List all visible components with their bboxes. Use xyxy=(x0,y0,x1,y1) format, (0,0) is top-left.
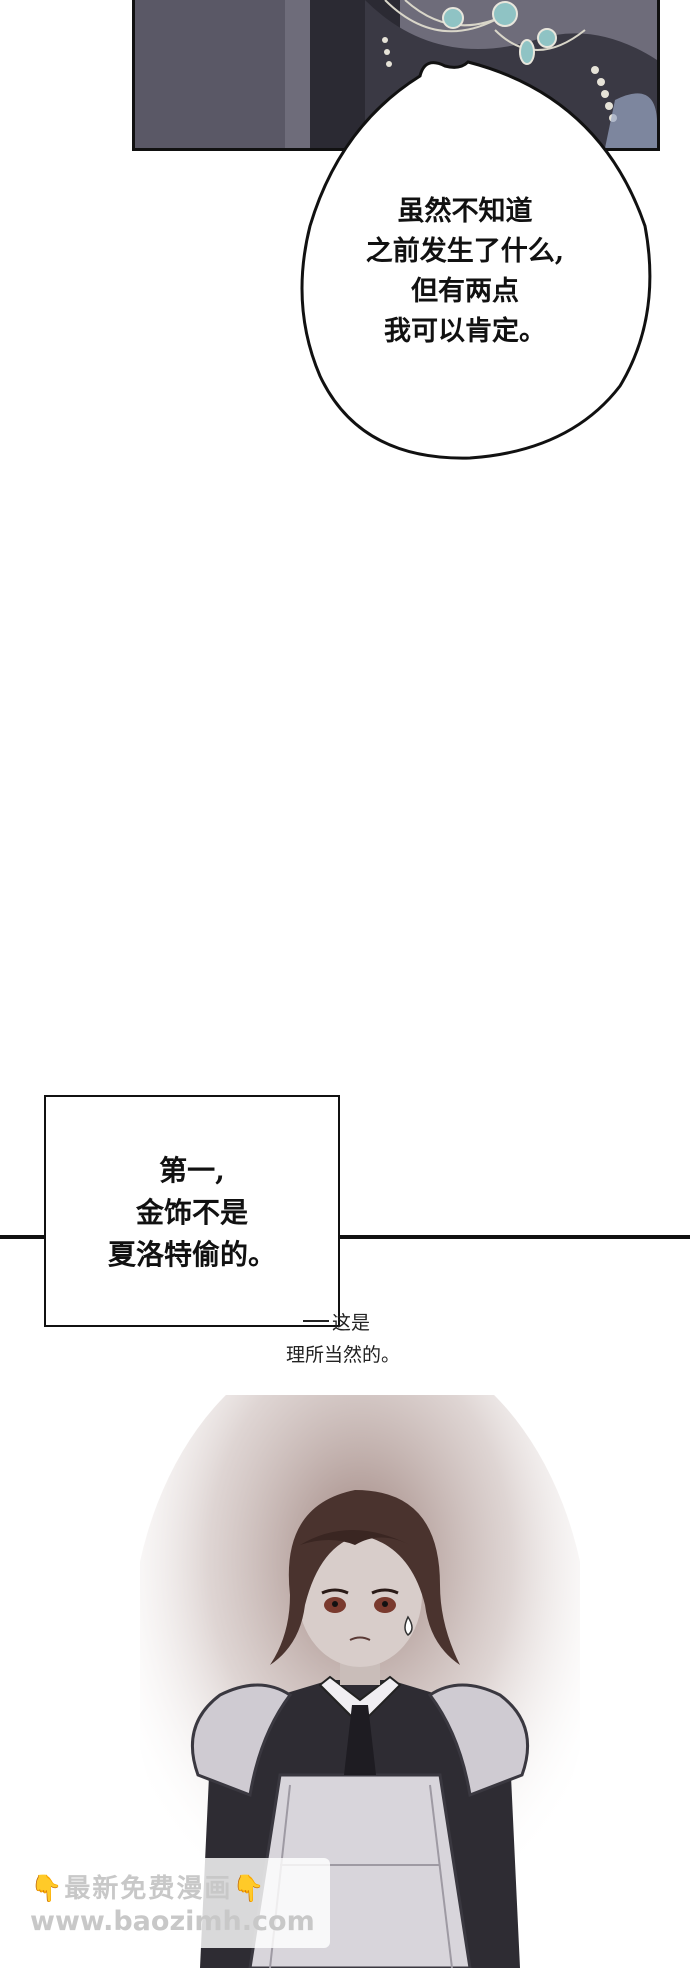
narration-text: 第一, 金饰不是 夏洛特偷的。 xyxy=(44,1150,340,1276)
bubble-line: 我可以肯定。 xyxy=(384,316,546,347)
bubble-line: 虽然不知道 xyxy=(397,196,533,227)
note-line: 这是 xyxy=(332,1312,371,1334)
watermark-url[interactable]: www.baozimh.com xyxy=(30,1906,315,1937)
note-tick-mark xyxy=(303,1320,329,1322)
note-line: 理所当然的。 xyxy=(286,1344,401,1366)
narration-line: 第一, xyxy=(159,1154,225,1187)
watermark-banner xyxy=(20,1858,330,1948)
narration-line: 夏洛特偷的。 xyxy=(107,1238,276,1271)
speech-bubble xyxy=(300,60,652,460)
watermark-title: 👇最新免费漫画👇 xyxy=(30,1868,290,1905)
handwritten-note: 这是 理所当然的。 xyxy=(282,1307,462,1371)
narration-line: 金饰不是 xyxy=(135,1196,248,1229)
pointing-down-icon: 👇 xyxy=(232,1874,267,1904)
speech-bubble-text: 虽然不知道 之前发生了什么, 但有两点 我可以肯定。 xyxy=(340,192,590,352)
panel-divider-line xyxy=(0,1235,690,1239)
pointing-down-icon: 👇 xyxy=(30,1874,65,1904)
narration-box xyxy=(44,1095,340,1327)
bubble-line: 但有两点 xyxy=(411,276,519,307)
watermark-title-text: 最新免费漫画 xyxy=(64,1874,233,1904)
maid-character-illustration xyxy=(140,1395,580,1968)
bubble-line: 之前发生了什么, xyxy=(365,236,565,267)
